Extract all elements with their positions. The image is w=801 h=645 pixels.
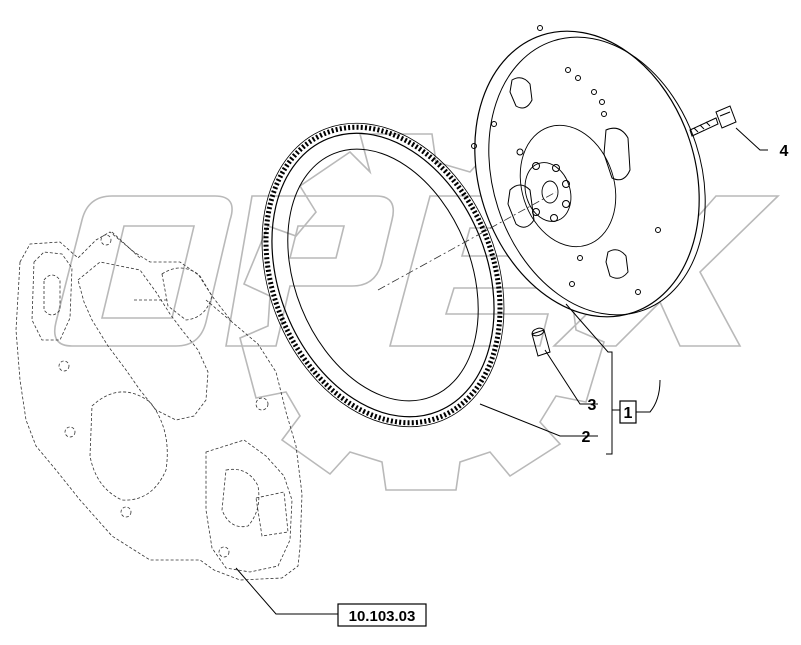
callout-label-3: 3 bbox=[588, 397, 597, 414]
reference-label: 10.103.03 bbox=[349, 608, 416, 625]
callout-part-1: 1 bbox=[619, 400, 637, 424]
bolt bbox=[689, 105, 737, 137]
dowel-pin bbox=[531, 327, 551, 357]
callout-label-4: 4 bbox=[780, 143, 789, 160]
callout-label-2: 2 bbox=[582, 429, 591, 446]
callout-label-1: 1 bbox=[624, 405, 633, 422]
flywheel-plate bbox=[471, 25, 706, 318]
flywheel-housing bbox=[15, 231, 303, 581]
center-axis-line bbox=[377, 191, 557, 291]
leader-lines bbox=[235, 127, 768, 615]
reference-box[interactable]: 10.103.03 bbox=[337, 603, 427, 627]
